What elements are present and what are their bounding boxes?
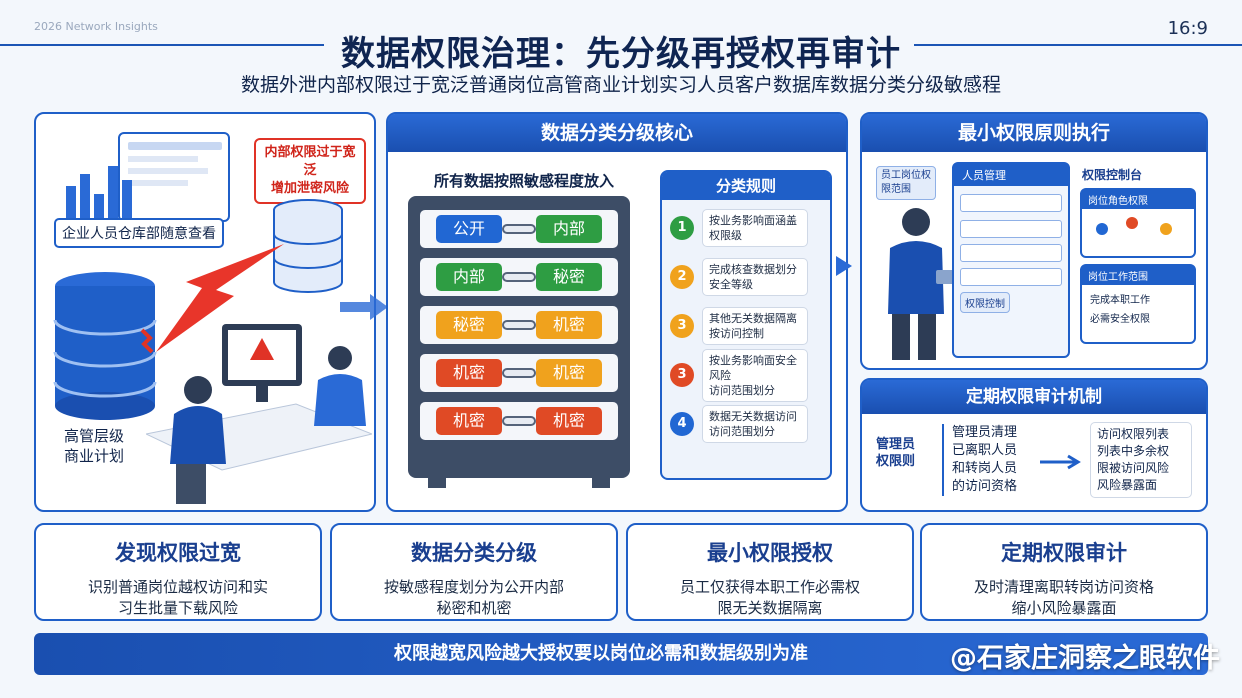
role-label: 岗位角色权限 (1082, 190, 1194, 209)
least-privilege-header: 最小权限原则执行 (862, 114, 1206, 152)
location-pins-icon (1096, 217, 1172, 235)
slot-level-right: 内部 (536, 215, 602, 243)
rule-text: 数据无关数据访问 访问范围划分 (702, 405, 808, 443)
card-text: 及时清理离职转岗访问资格缩小风险暴露面 (973, 578, 1154, 617)
rule-text: 按业务影响面安全 风险 访问范围划分 (702, 348, 808, 402)
page-title: 数据权限治理：先分级再授权再审计 (341, 34, 901, 74)
side-note: 员工岗位权限范围 (876, 166, 936, 200)
database-icon (273, 199, 343, 293)
rule-text: 按业务影响面涵盖 权限级 (702, 209, 808, 247)
audit-result: 访问权限列表 列表中多余权 限被访问风险 风险暴露面 (1090, 422, 1192, 498)
slot-handle (502, 416, 536, 426)
rules-list: 1 按业务影响面涵盖 权限级 2 完成核查数据划分 安全等级 3 其他无关数据隔离 按访问… (662, 200, 830, 452)
office-desk-scene (146, 324, 372, 504)
rule-item: 2 完成核查数据划分 安全等级 (670, 255, 822, 299)
card-text: 员工仅获得本职工作必需权限无关数据隔离 (679, 578, 860, 617)
slot-level-left: 机密 (436, 407, 502, 435)
rack-slot: 公开 内部 (420, 210, 618, 248)
rules-header: 分类规则 (662, 172, 830, 200)
rule-item: 4 数据无关数据访问 访问范围划分 (670, 402, 822, 446)
bar-chart-icon (66, 166, 132, 218)
rack-slot: 秘密 机密 (420, 306, 618, 344)
card-text: 识别普通岗位越权访问和实习生批量下载风险 (87, 578, 268, 617)
exec-label-level: 高管层级 (64, 427, 125, 445)
slot-level-left: 机密 (436, 359, 502, 387)
rack-slot: 机密 机密 (420, 354, 618, 392)
audit-header: 定期权限审计机制 (862, 380, 1206, 414)
slot-handle (502, 368, 536, 378)
rule-number: 1 (670, 216, 694, 240)
rule-item: 3 其他无关数据隔离 按访问控制 (670, 304, 822, 348)
slot-level-right: 秘密 (536, 263, 602, 291)
top-note: 2026 Network Insights (34, 20, 158, 33)
aspect-ratio-label: 16:9 (1167, 18, 1208, 39)
slot-level-left: 内部 (436, 263, 502, 291)
manager-figure-icon (888, 208, 956, 360)
audit-admin: 管理员 权限则 (876, 437, 916, 469)
rule-number: 3 (670, 314, 694, 338)
card-title: 最小权限授权 (707, 541, 833, 565)
data-rack: 公开内部内部秘密秘密机密机密机密机密机密 (408, 196, 630, 478)
audit-panel: 定期权限审计机制 管理员 权限则 管理员清理 已离职人员 和转岗人员 的访问资格… (860, 378, 1208, 512)
slot-level-right: 机密 (536, 359, 602, 387)
rule-number: 2 (670, 265, 694, 289)
user-management-screen: 人员管理 权限控制 (952, 162, 1070, 358)
classification-intro: 所有数据按照敏感程度放入 (434, 172, 615, 190)
rule-item: 1 按业务影响面涵盖 权限级 (670, 206, 822, 250)
breach-bolt-icon (156, 244, 284, 352)
summary-card: 发现权限过宽识别普通岗位越权访问和实习生批量下载风险 (34, 523, 322, 621)
rack-slot: 机密 机密 (420, 402, 618, 440)
rule-text: 其他无关数据隔离 按访问控制 (702, 307, 808, 345)
card-title: 发现权限过宽 (115, 541, 241, 565)
employee-access-tag: 企业人员仓库部随意查看 (54, 218, 224, 248)
slot-level-right: 机密 (536, 407, 602, 435)
risk-callout: 内部权限过于宽泛 增加泄密风险 (254, 138, 366, 204)
title-rule-right (914, 44, 1242, 46)
slot-level-right: 机密 (536, 311, 602, 339)
rule-number: 3 (670, 363, 694, 387)
exec-label-plan: 商业计划 (64, 447, 125, 465)
card-title: 数据分类分级 (411, 541, 537, 565)
slot-handle (502, 320, 536, 330)
flow-arrow-2-icon (836, 256, 852, 276)
bottom-banner: 权限越宽风险越大授权要以岗位必需和数据级别为准 (34, 633, 1208, 675)
slot-handle (502, 272, 536, 282)
summary-card: 最小权限授权员工仅获得本职工作必需权限无关数据隔离 (626, 523, 914, 621)
exec-label: 高管层级 商业计划 (64, 426, 124, 466)
watermark: @石家庄洞察之眼软件 (950, 643, 1220, 674)
slot-level-left: 公开 (436, 215, 502, 243)
summary-card: 定期权限审计及时清理离职转岗访问资格缩小风险暴露面 (920, 523, 1208, 621)
work-scope-box: 岗位工作范围 完成本职工作 必需安全权限 (1080, 264, 1196, 344)
card-title: 定期权限审计 (1001, 541, 1127, 565)
central-database-icon (53, 272, 157, 420)
risk-illustration-panel: 企业人员仓库部随意查看 内部权限过于宽泛 增加泄密风险 高管层级 商业计划 (34, 112, 376, 512)
classification-panel: 数据分类分级核心 所有数据按照敏感程度放入 公开内部内部秘密秘密机密机密机密机密… (386, 112, 848, 512)
work-item-2: 必需安全权限 (1090, 314, 1150, 325)
report-screen (118, 132, 230, 222)
work-item-1: 完成本职工作 (1090, 295, 1150, 306)
least-privilege-panel: 最小权限原则执行 员工岗位权限范围 人员管理 权限控制 权限控制台 岗位角色权限… (860, 112, 1208, 370)
audit-arrow-icon (1040, 454, 1081, 470)
rules-box: 分类规则 1 按业务影响面涵盖 权限级 2 完成核查数据划分 安全等级 3 其他无关数据隔… (660, 170, 832, 480)
permission-control-tag: 权限控制 (960, 292, 1010, 313)
audit-cleanup: 管理员清理 已离职人员 和转岗人员 的访问资格 (942, 424, 1017, 496)
rule-item: 3 按业务影响面安全 风险 访问范围划分 (670, 348, 822, 402)
card-text: 按敏感程度划分为公开内部秘密和机密 (383, 578, 564, 617)
slot-level-left: 秘密 (436, 311, 502, 339)
rack-slot: 内部 秘密 (420, 258, 618, 296)
title-rule-left (0, 44, 324, 46)
control-label: 权限控制台 (1082, 168, 1143, 182)
classification-header: 数据分类分级核心 (388, 114, 846, 152)
rule-text: 完成核查数据划分 安全等级 (702, 258, 808, 296)
role-permission-box: 岗位角色权限 (1080, 188, 1196, 258)
page-subtitle: 数据外泄内部权限过于宽泛普通岗位高管商业计划实习人员客户数据库数据分类分级敏感程 (240, 74, 1001, 96)
rule-number: 4 (670, 412, 694, 436)
screen-title: 人员管理 (954, 164, 1068, 186)
slot-handle (502, 224, 536, 234)
rack-slots: 公开内部内部秘密秘密机密机密机密机密机密 (420, 210, 618, 440)
summary-card: 数据分类分级按敏感程度划分为公开内部秘密和机密 (330, 523, 618, 621)
work-label: 岗位工作范围 (1082, 266, 1194, 285)
flow-arrow-icon (340, 294, 388, 320)
